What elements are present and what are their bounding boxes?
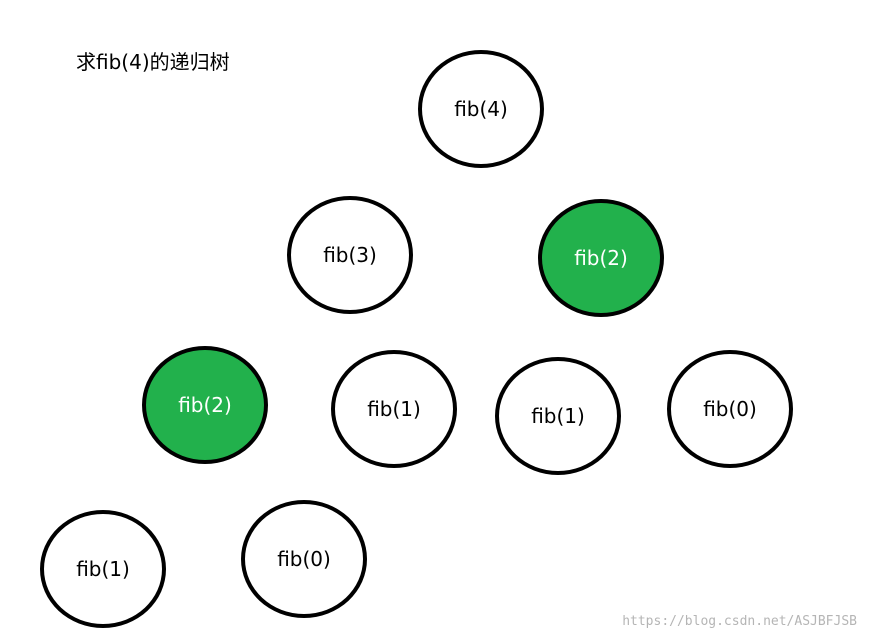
tree-node-fib2-highlighted: fib(2) (142, 346, 268, 464)
tree-node-fib1: fib(1) (495, 357, 621, 475)
node-label: fib(3) (323, 243, 377, 267)
node-label: fib(0) (703, 397, 757, 421)
watermark-url: https://blog.csdn.net/ASJBFJSB (622, 614, 857, 629)
tree-node-fib1: fib(1) (331, 350, 457, 468)
tree-node-fib0: fib(0) (241, 500, 367, 618)
tree-node-fib0: fib(0) (667, 350, 793, 468)
tree-node-fib3: fib(3) (287, 196, 413, 314)
node-label: fib(1) (531, 404, 585, 428)
node-label: fib(2) (178, 393, 232, 417)
diagram-title: 求fib(4)的递归树 (76, 50, 230, 74)
tree-node-fib2-highlighted: fib(2) (538, 199, 664, 317)
node-label: fib(0) (277, 547, 331, 571)
tree-node-fib4: fib(4) (418, 50, 544, 168)
node-label: fib(1) (76, 557, 130, 581)
tree-node-fib1: fib(1) (40, 510, 166, 628)
node-label: fib(2) (574, 246, 628, 270)
node-label: fib(4) (454, 97, 508, 121)
node-label: fib(1) (367, 397, 421, 421)
